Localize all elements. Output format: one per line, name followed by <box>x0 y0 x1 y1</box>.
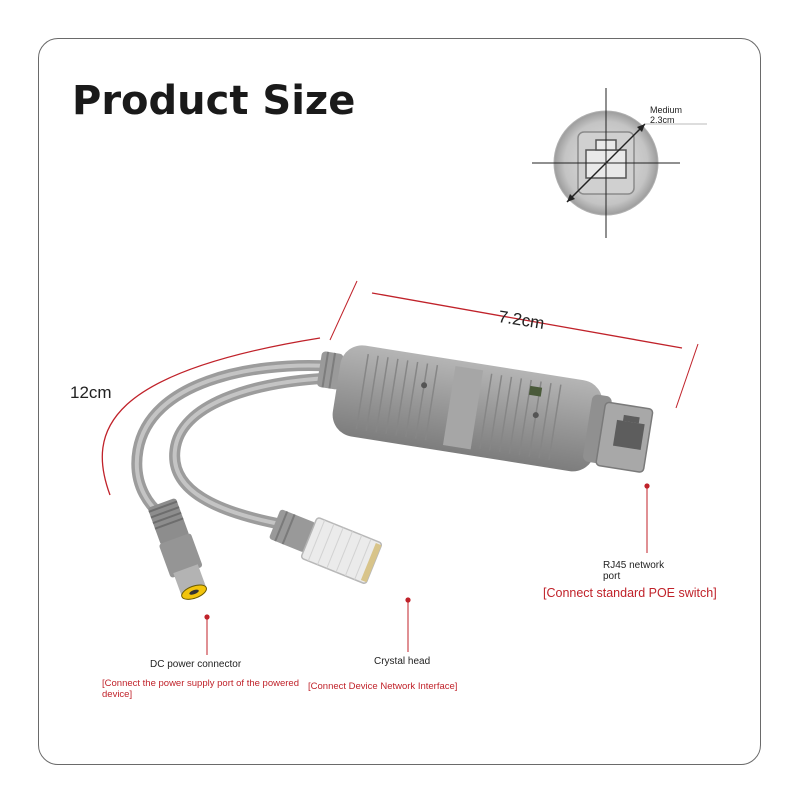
callout-markers <box>204 483 650 655</box>
page-title: Product Size <box>72 78 356 124</box>
crystal-head-note: [Connect Device Network Interface] <box>308 681 458 692</box>
splitter-body <box>317 345 654 473</box>
cables <box>131 360 336 531</box>
dc-connector-label: DC power connector <box>150 659 242 670</box>
dc-connector-note: [Connect the power supply port of the po… <box>102 678 299 700</box>
cable-length-label: 12cm <box>70 383 112 402</box>
rj45-port-note: [Connect standard POE switch] <box>543 586 717 600</box>
port-size-label: Medium 2.3cm <box>650 105 682 125</box>
port-size-caption: Medium <box>650 105 683 115</box>
crystal-head-connector <box>269 509 383 584</box>
port-size-value: 2.3cm <box>650 115 675 125</box>
dc-power-connector <box>148 498 207 600</box>
dimension-lines <box>101 280 699 496</box>
port-detail-diagram <box>532 88 707 238</box>
crystal-head-label: Crystal head <box>374 656 431 667</box>
rj45-port-label: RJ45 network port <box>603 560 665 582</box>
